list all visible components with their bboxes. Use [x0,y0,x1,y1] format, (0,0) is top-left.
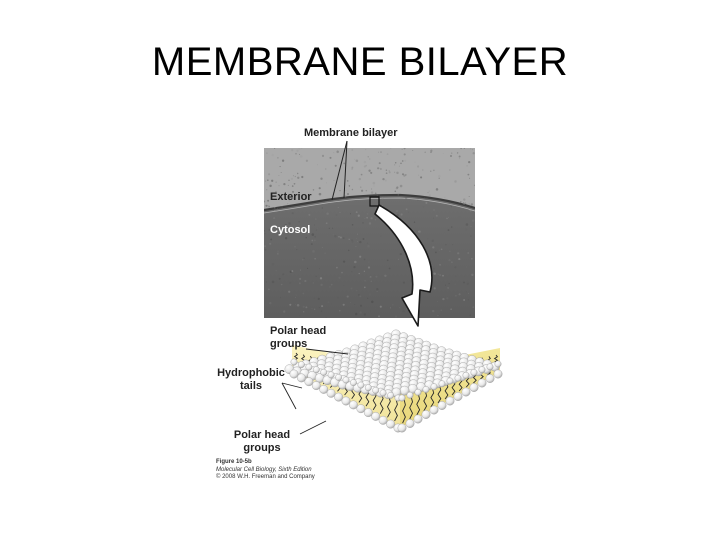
label-exterior: Exterior [270,191,312,203]
zoom-box [369,196,380,207]
membrane-line [264,193,475,212]
label-hydrophobic-tails: Hydrophobic tails [216,367,286,393]
micrograph-panel [264,148,475,318]
label-cytosol: Cytosol [270,224,311,236]
credit-figure: Figure 10-5b [216,459,252,465]
bilayer-model [284,329,503,433]
credit-copyright: © 2008 W.H. Freeman and Company [216,474,315,480]
label-polar-head-bottom-line1: Polar head [233,429,291,441]
micrograph-grain [264,148,475,318]
label-polar-head-top-line2: groups [270,338,308,350]
label-polar-head-bottom-line2: groups [243,442,281,454]
label-hydrophobic-line1: Hydrophobic [217,367,285,379]
label-polar-head-top-line1: Polar head [270,325,327,337]
label-hydrophobic-line2: tails [239,380,262,392]
credit-book: Molecular Cell Biology, Sixth Edition [216,466,312,473]
label-membrane-bilayer: Membrane bilayer [304,127,398,139]
label-polar-head-bottom: Polar head groups [232,429,292,455]
label-polar-head-top: Polar head groups [270,325,326,351]
slide-title: MEMBRANE BILAYER [151,40,569,84]
figure-credit: Figure 10-5b Molecular Cell Biology, Six… [216,459,315,482]
polar-head-spheres [284,329,503,433]
zoom-arrow [374,204,433,327]
